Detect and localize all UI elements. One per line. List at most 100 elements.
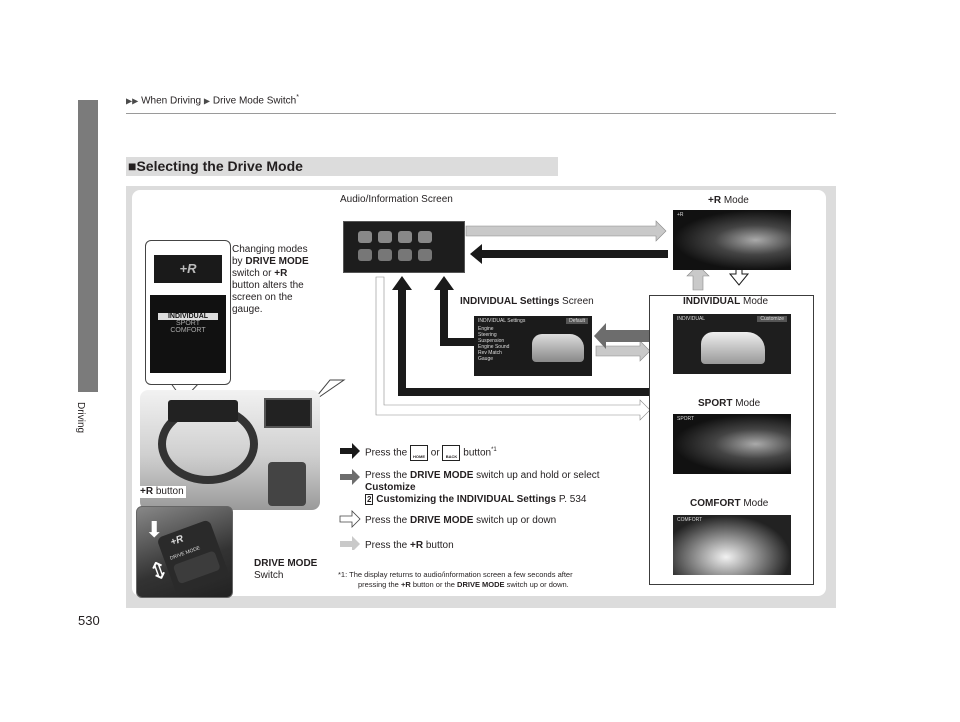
car-image [701, 332, 765, 364]
r-mode-screen: +R [673, 210, 791, 270]
footnote-line: pressing the +R button or the DRIVE MODE… [358, 580, 569, 589]
car-image [532, 334, 584, 362]
legend-line-3: 2 Customizing the INDIVIDUAL Settings P.… [365, 494, 587, 505]
page-number: 530 [78, 613, 100, 628]
app-icon[interactable] [398, 231, 412, 243]
section-title-text: Selecting the Drive Mode [136, 158, 303, 174]
legend-line-5: Press the +R button [365, 540, 454, 551]
individual-screen-header: INDIVIDUAL Customize [673, 314, 791, 324]
gauge-r-logo: +R [154, 255, 222, 283]
settings-default-button[interactable]: Default [566, 318, 588, 324]
section-marker: ■ [128, 158, 137, 174]
callout-text: Changing modes by DRIVE MODE switch or +… [232, 244, 328, 316]
callout-line: button alters the [232, 280, 304, 291]
settings-row[interactable]: Rev Match [478, 350, 502, 356]
drive-mode-switch-closeup: +R DRIVE MODE ⬇ ⇕ [136, 506, 233, 598]
sport-mode-label: SPORT Mode [698, 398, 761, 409]
sport-screen-title: SPORT [677, 416, 695, 422]
settings-screen-header: INDIVIDUAL Settings Default [474, 316, 592, 326]
gauge-cluster-image [168, 400, 238, 422]
reference-icon: 2 [365, 494, 374, 505]
gray-arrow-to-settings [594, 323, 656, 349]
legend-arrow-icons [339, 443, 361, 550]
audio-screen-image [343, 221, 465, 273]
legend-outline-arrow-icon [339, 510, 361, 528]
legend-line-4: Press the DRIVE MODE switch up or down [365, 515, 557, 526]
sport-mode-screen: SPORT [673, 414, 791, 474]
drive-mode-switch-label-2: Switch [254, 570, 284, 581]
home-icon-grid [344, 222, 464, 243]
settings-screen-title: INDIVIDUAL Settings [478, 318, 526, 324]
app-icon[interactable] [418, 231, 432, 243]
chapter-tab [78, 100, 98, 392]
settings-row[interactable]: Engine Sound [478, 344, 510, 350]
audio-screen-label: Audio/Information Screen [340, 194, 453, 205]
callout-line: by DRIVE MODE [232, 256, 309, 267]
individual-settings-label: INDIVIDUAL Settings Screen [460, 296, 594, 307]
breadcrumb-arrow-icon: ▶▶ [126, 96, 139, 106]
breadcrumb-item[interactable]: Drive Mode Switch [212, 95, 297, 107]
comfort-mode-label: COMFORT Mode [690, 498, 769, 509]
press-arrow-icon: ⬇ [145, 517, 164, 542]
settings-list: Engine Steering Suspension Engine Sound … [474, 326, 592, 362]
header-rule [126, 113, 836, 114]
app-icon[interactable] [378, 231, 392, 243]
individual-screen-title: INDIVIDUAL [677, 316, 706, 322]
light-arrow-to-individual [595, 340, 651, 362]
black-arrow-r-to-screen [470, 244, 668, 264]
gauge-menu-item: SPORT [176, 320, 200, 327]
settings-row[interactable]: Suspension [478, 338, 505, 344]
breadcrumb-item[interactable]: When Driving [141, 95, 202, 107]
outline-arrow-to-sport [375, 276, 651, 421]
home-icon-grid [344, 243, 464, 261]
black-arrow-settings-to-screen [434, 276, 474, 346]
gauge-menu-item: INDIVIDUAL [158, 313, 218, 320]
breadcrumb-arrow-icon: ▶ [203, 96, 211, 106]
back-button-icon: BACK [442, 444, 461, 461]
light-arrow-to-r [465, 220, 667, 242]
comfort-mode-screen: COMFORT [673, 515, 791, 575]
callout-line: screen on the [232, 292, 293, 303]
app-icon[interactable] [358, 231, 372, 243]
r-screen-title: +R [677, 212, 684, 218]
comfort-screen-title: COMFORT [677, 517, 703, 523]
cockpit-photo [140, 390, 320, 510]
asterisk: * [296, 94, 299, 101]
home-button-icon: HOME [410, 444, 429, 461]
app-icon[interactable] [378, 249, 392, 261]
legend-gray-arrow-icon [340, 469, 360, 485]
legend-line-1: Press the HOME or BACK button*1 [365, 444, 497, 461]
gauge-menu-item: COMFORT [170, 327, 206, 334]
customize-button[interactable]: Customize [757, 316, 787, 322]
callout-line: switch or +R [232, 268, 288, 279]
app-icon[interactable] [358, 249, 372, 261]
footnote-line: *1: The display returns to audio/informa… [338, 570, 573, 579]
drive-mode-switch-label-1: DRIVE MODE [254, 558, 318, 569]
legend-light-arrow-icon [340, 536, 360, 550]
legend-line-2: Press the DRIVE MODE switch up and hold … [365, 470, 600, 493]
individual-settings-screen: INDIVIDUAL Settings Default Engine Steer… [474, 316, 592, 376]
callout-line: Changing modes [232, 244, 308, 255]
r-mode-label: +R Mode [708, 195, 749, 206]
gauge-mode-menu: INDIVIDUAL SPORT COMFORT [150, 295, 226, 373]
callout-line: gauge. [232, 304, 263, 315]
footnote: *1: The display returns to audio/informa… [338, 570, 573, 590]
r-button-label: +R button [138, 486, 186, 498]
drive-mode-switch-label: DRIVE MODE Switch [254, 558, 317, 582]
settings-row[interactable]: Engine [478, 326, 494, 332]
breadcrumb: ▶▶ When Driving ▶ Drive Mode Switch* [126, 94, 299, 106]
console-image [268, 462, 306, 506]
settings-row[interactable]: Gauge [478, 356, 494, 362]
app-icon[interactable] [398, 249, 412, 261]
section-title: ■Selecting the Drive Mode [128, 158, 303, 174]
screen-pointer [311, 379, 346, 403]
settings-row[interactable]: Steering [478, 332, 497, 338]
cross-reference-link[interactable]: Customizing the INDIVIDUAL Settings [376, 494, 557, 505]
app-icon[interactable] [418, 249, 432, 261]
center-display-image [264, 398, 312, 428]
section-heading-bar [126, 157, 558, 176]
gauge-callout: +R INDIVIDUAL SPORT COMFORT [145, 240, 231, 385]
individual-mode-label: INDIVIDUAL Mode [683, 296, 769, 307]
individual-mode-screen: INDIVIDUAL Customize [673, 314, 791, 374]
